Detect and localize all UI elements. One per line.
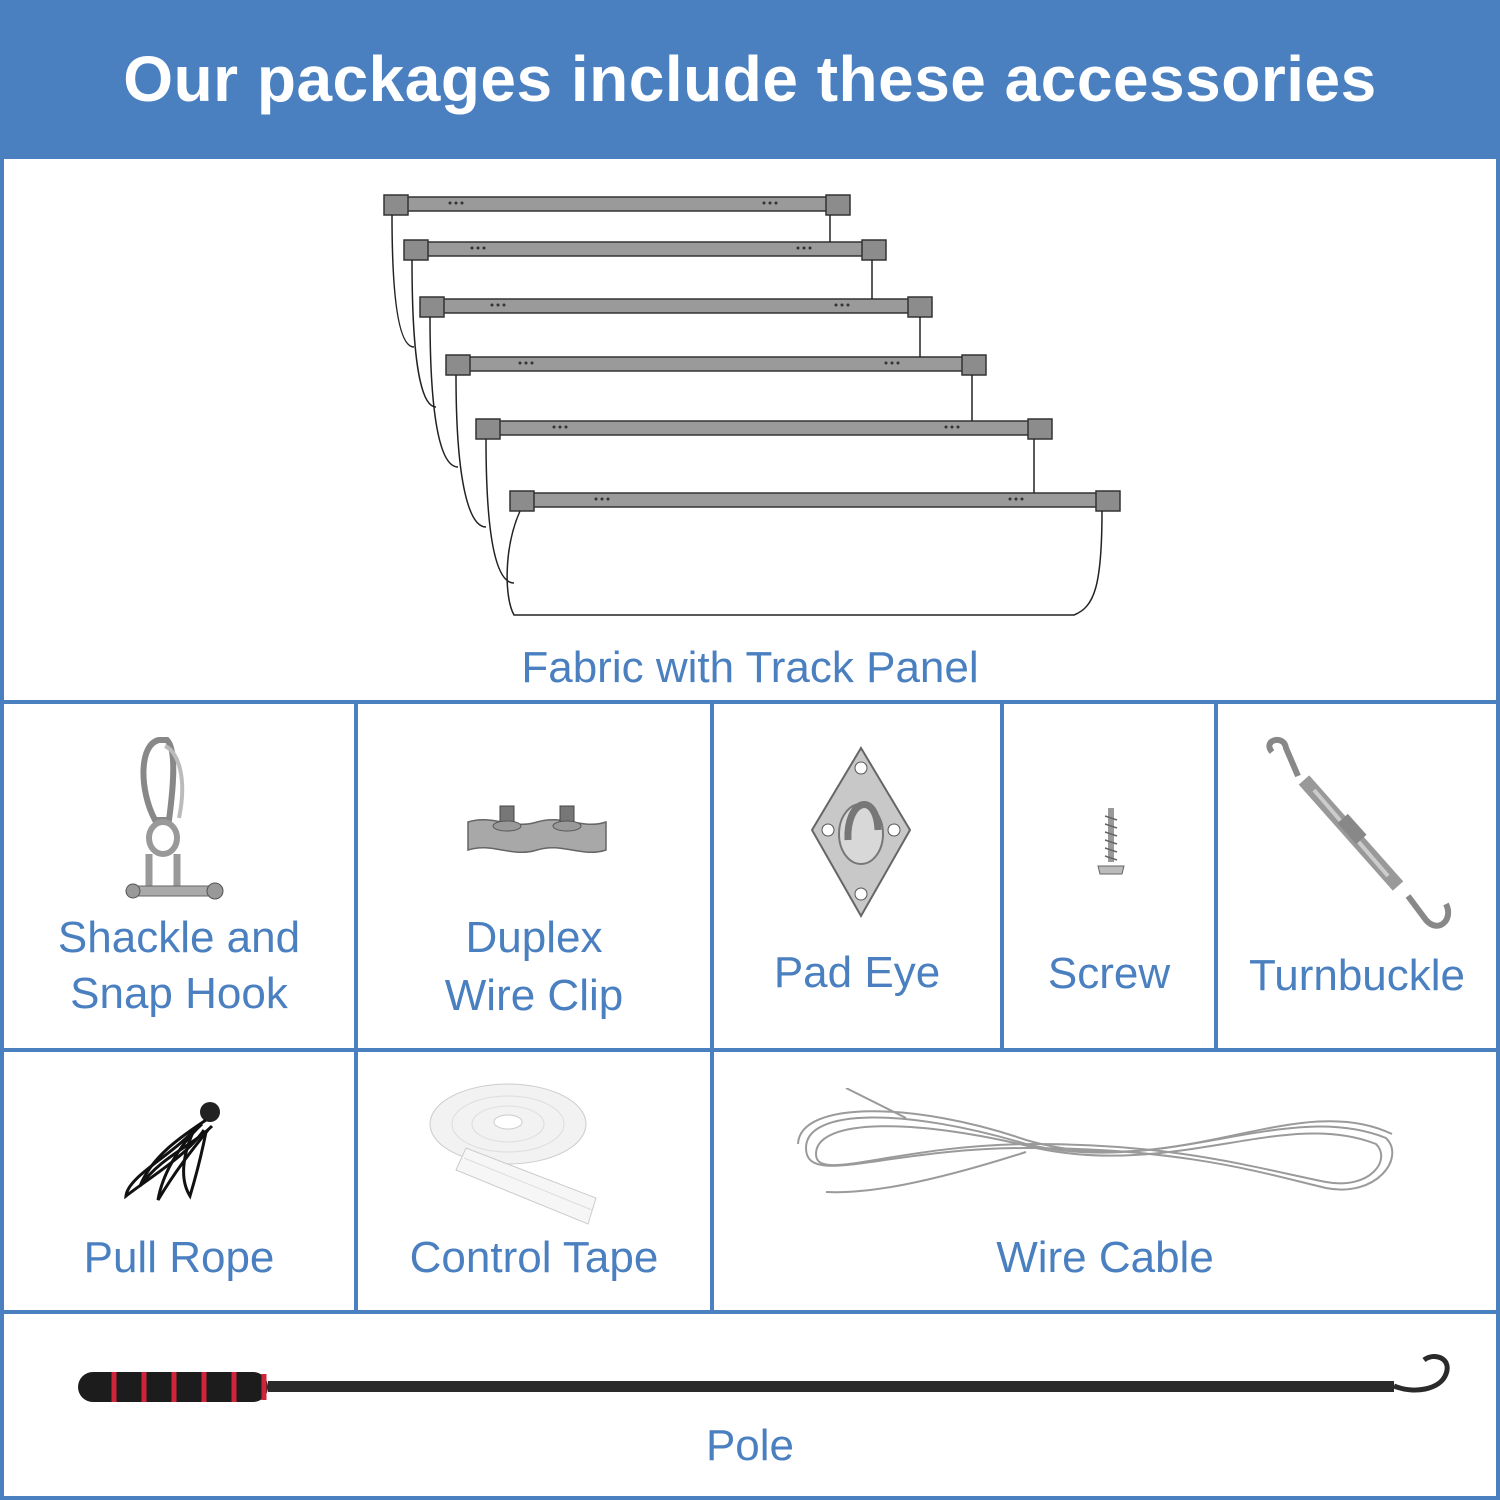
turnbuckle-cell: Turnbuckle <box>1214 700 1500 1052</box>
fabric-panel-cell: Fabric with Track Panel <box>0 155 1500 704</box>
pull-rope-cell: Pull Rope <box>0 1048 358 1314</box>
pad-eye-label: Pad Eye <box>773 948 941 997</box>
shackle-snap-hook-image <box>119 730 229 910</box>
duplex-wire-clip-image <box>462 800 612 860</box>
pole-label: Pole <box>705 1421 795 1470</box>
turnbuckle-image <box>1258 736 1458 936</box>
pad-eye-cell: Pad Eye <box>710 700 1004 1052</box>
wire-cable-image <box>786 1088 1406 1208</box>
page-title: Our packages include these accessories <box>123 42 1377 115</box>
fabric-track-panel-image <box>374 187 1134 627</box>
header-banner: Our packages include these accessories <box>0 0 1500 157</box>
wire-cable-cell: Wire Cable <box>710 1048 1500 1314</box>
pull-rope-label: Pull Rope <box>83 1233 275 1282</box>
control-tape-cell: Control Tape <box>354 1048 714 1314</box>
shackle-label-line1: Shackle and <box>57 913 301 962</box>
control-tape-image <box>426 1078 606 1228</box>
pull-rope-image <box>122 1096 232 1206</box>
pole-cell: Pole <box>0 1310 1500 1500</box>
wire-cable-label: Wire Cable <box>996 1233 1214 1282</box>
control-tape-label: Control Tape <box>409 1233 659 1282</box>
screw-image <box>1096 804 1126 880</box>
shackle-cell: Shackle and Snap Hook <box>0 700 358 1052</box>
wire-clip-cell: Duplex Wire Clip <box>354 700 714 1052</box>
screw-label: Screw <box>1047 949 1171 998</box>
turnbuckle-label: Turnbuckle <box>1248 951 1466 1000</box>
fabric-label: Fabric with Track Panel <box>521 643 979 692</box>
shackle-label-line2: Snap Hook <box>70 969 288 1018</box>
wire-clip-label-line1: Duplex <box>465 913 603 962</box>
screw-cell: Screw <box>1000 700 1218 1052</box>
wire-clip-label-line2: Wire Clip <box>444 971 624 1020</box>
pad-eye-image <box>806 744 916 924</box>
pole-image <box>74 1350 1454 1420</box>
